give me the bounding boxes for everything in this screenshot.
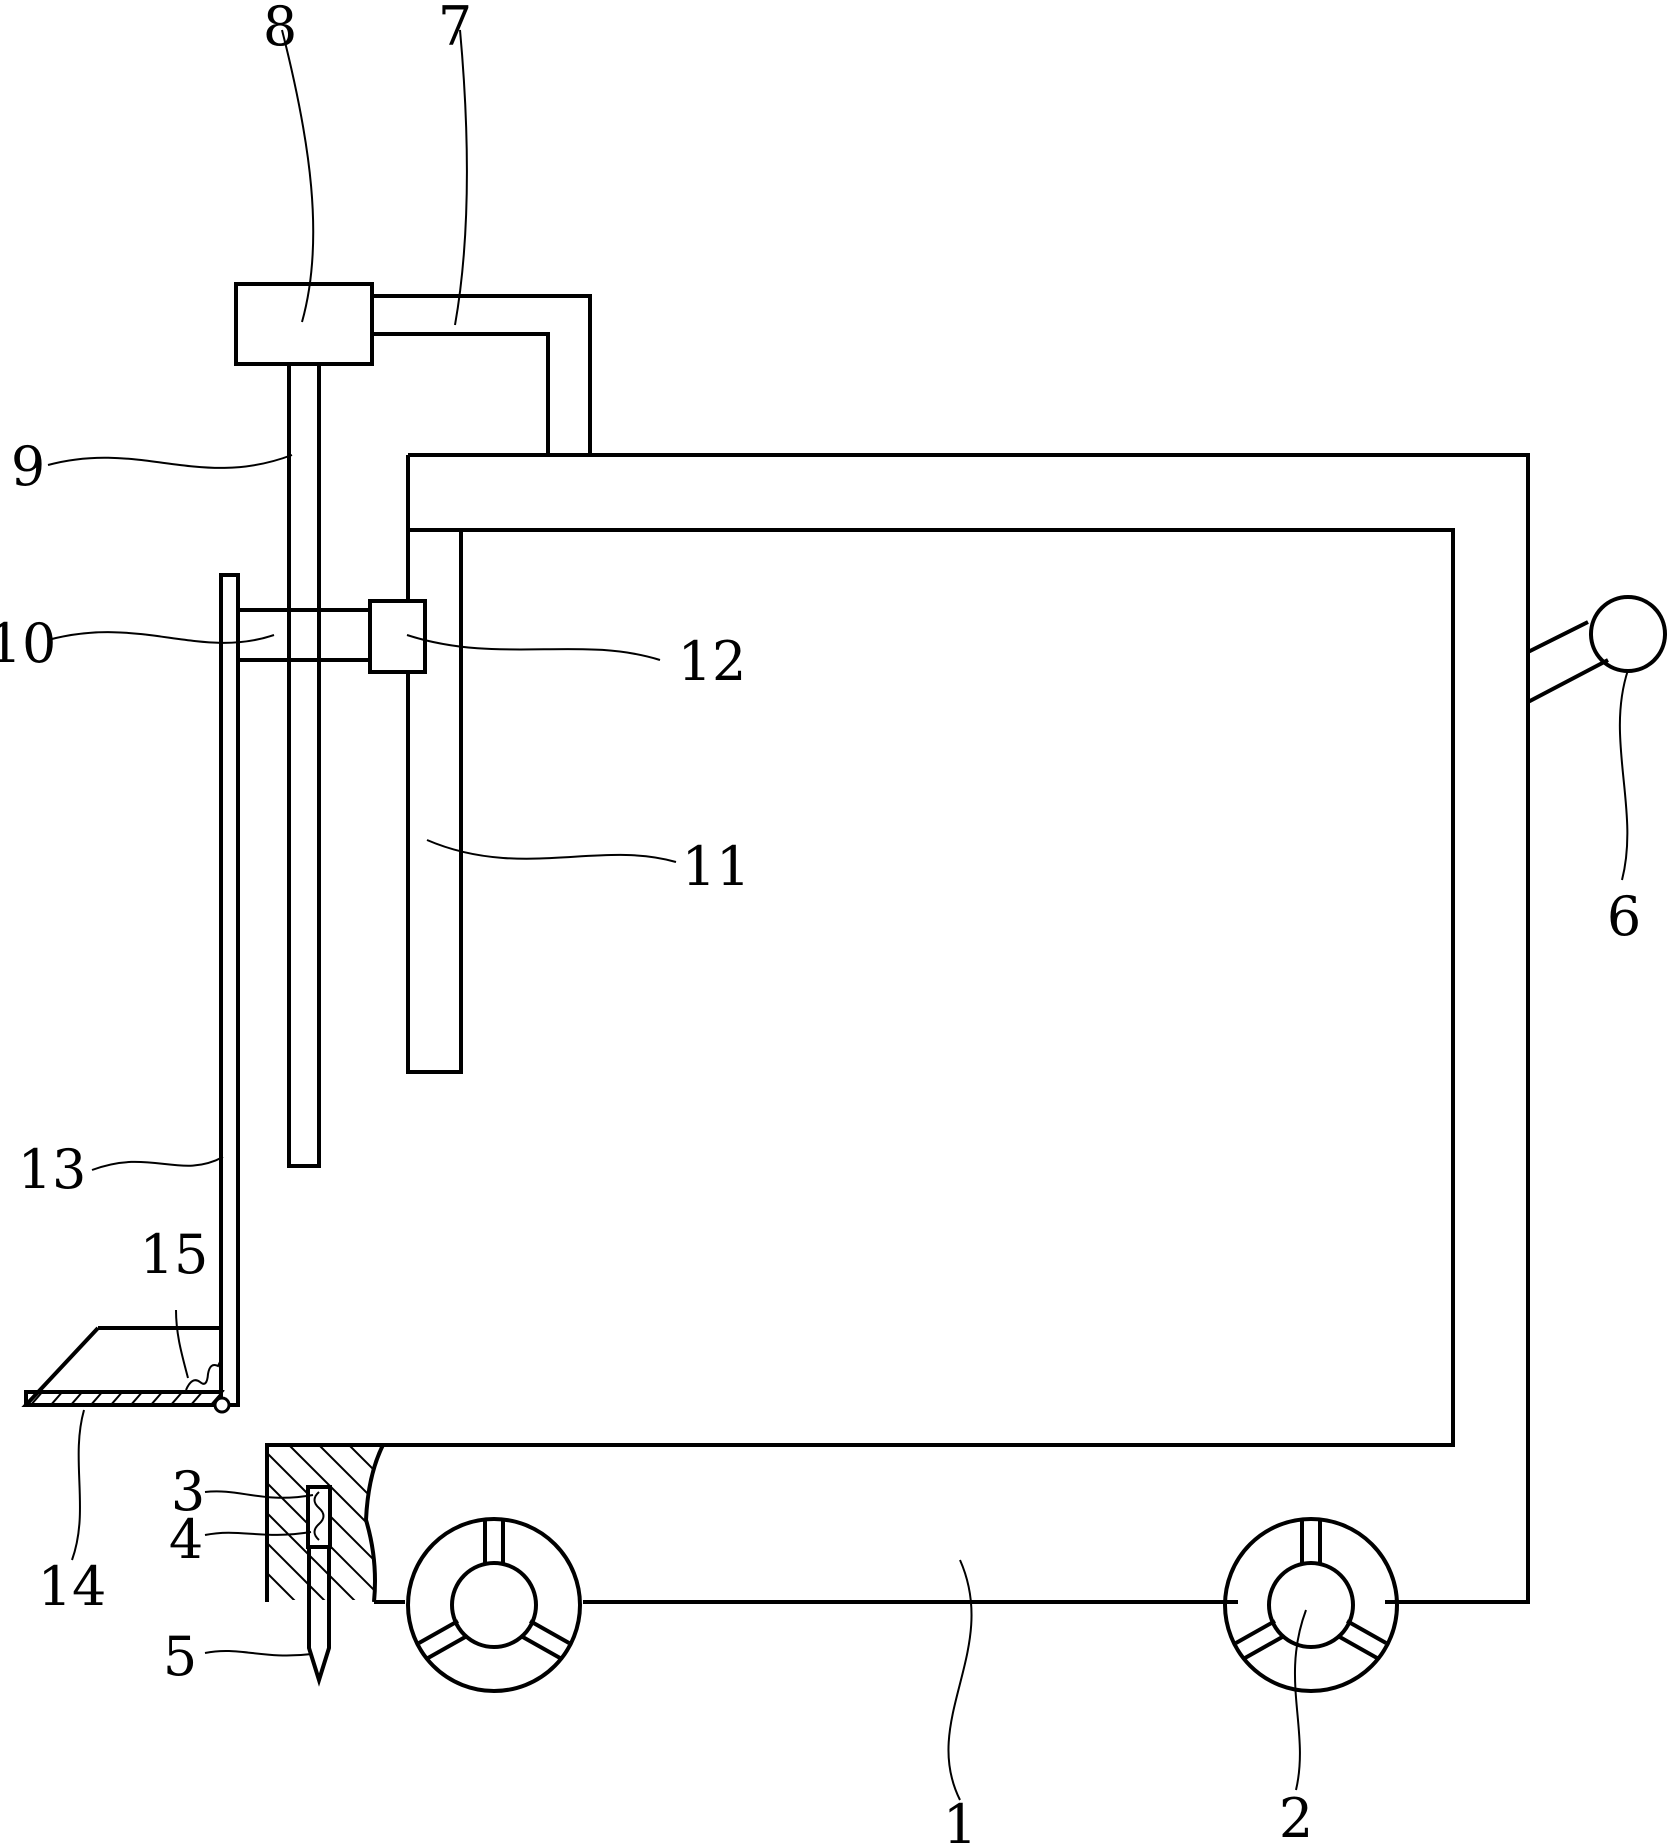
label-11: 11 (682, 835, 751, 898)
label-8: 8 (263, 0, 297, 58)
probe-spring (313, 1491, 325, 1541)
handle (1527, 595, 1667, 704)
label-1: 1 (943, 1793, 977, 1843)
probe-pin (307, 1547, 331, 1687)
vertical-plate (219, 573, 240, 1407)
hinge-pin (213, 1396, 231, 1414)
label-4: 4 (169, 1508, 203, 1571)
label-5: 5 (163, 1625, 197, 1688)
label-9: 9 (11, 435, 45, 498)
slider (368, 599, 427, 674)
vertical-rod (287, 362, 321, 1168)
wheel-front (406, 1517, 582, 1693)
wheel-rear (1223, 1517, 1399, 1693)
label-2: 2 (1279, 1787, 1313, 1843)
motor-box (234, 282, 374, 366)
label-13: 13 (18, 1138, 87, 1201)
label-15: 15 (140, 1223, 209, 1286)
leader-lines (47, 29, 1629, 1801)
scraper (21, 1326, 231, 1414)
label-3: 3 (171, 1460, 205, 1523)
label-14: 14 (38, 1555, 107, 1618)
label-10: 10 (0, 612, 56, 675)
label-12: 12 (678, 630, 747, 693)
bracket (372, 294, 592, 455)
cross-arm (236, 608, 372, 662)
label-7: 7 (438, 0, 472, 58)
label-6: 6 (1607, 885, 1641, 948)
scraper-spring (185, 1359, 222, 1391)
probe-assembly (306, 1485, 332, 1687)
